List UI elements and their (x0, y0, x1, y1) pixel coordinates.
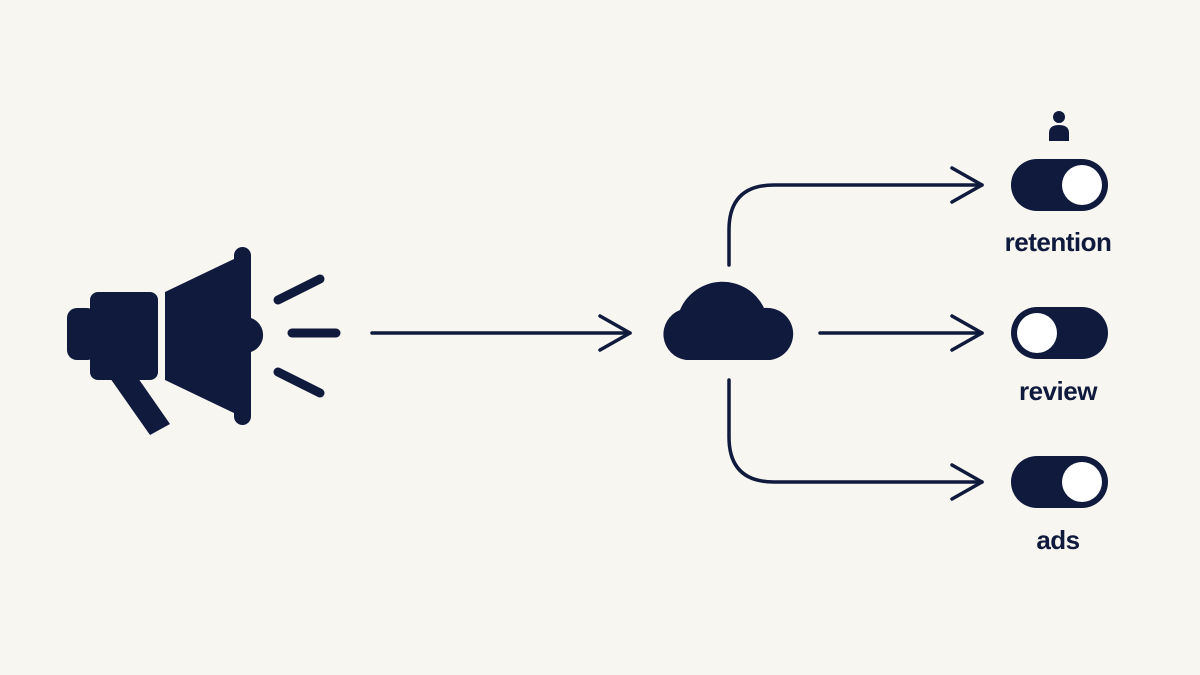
toggle-label-ads: ads (1036, 525, 1080, 555)
sound-wave-top (273, 274, 325, 305)
megaphone-handle (110, 378, 170, 435)
person-icon (1049, 111, 1069, 141)
sound-waves-icon (273, 274, 341, 398)
megaphone-cone (165, 258, 236, 414)
toggle-label-retention: retention (1004, 227, 1112, 257)
toggle-ads-knob (1062, 462, 1102, 502)
toggle-review-knob (1017, 313, 1057, 353)
megaphone-back-cap (67, 308, 97, 360)
megaphone-body (90, 292, 158, 380)
megaphone-bulge (251, 318, 264, 352)
toggle-retention[interactable] (1011, 159, 1108, 211)
megaphone-rim (234, 247, 251, 425)
toggle-retention-knob (1062, 165, 1102, 205)
sound-wave-bottom (273, 367, 325, 398)
toggle-ads[interactable] (1011, 456, 1108, 508)
cloud-icon (663, 281, 794, 360)
toggle-review[interactable] (1011, 307, 1108, 359)
arrow-to-retention (727, 166, 984, 267)
arrow-to-ads (727, 378, 984, 501)
megaphone-icon (67, 247, 264, 435)
arrow-to-review (818, 314, 984, 352)
arrow-to-cloud (370, 314, 632, 352)
toggle-label-review: review (1019, 376, 1097, 406)
